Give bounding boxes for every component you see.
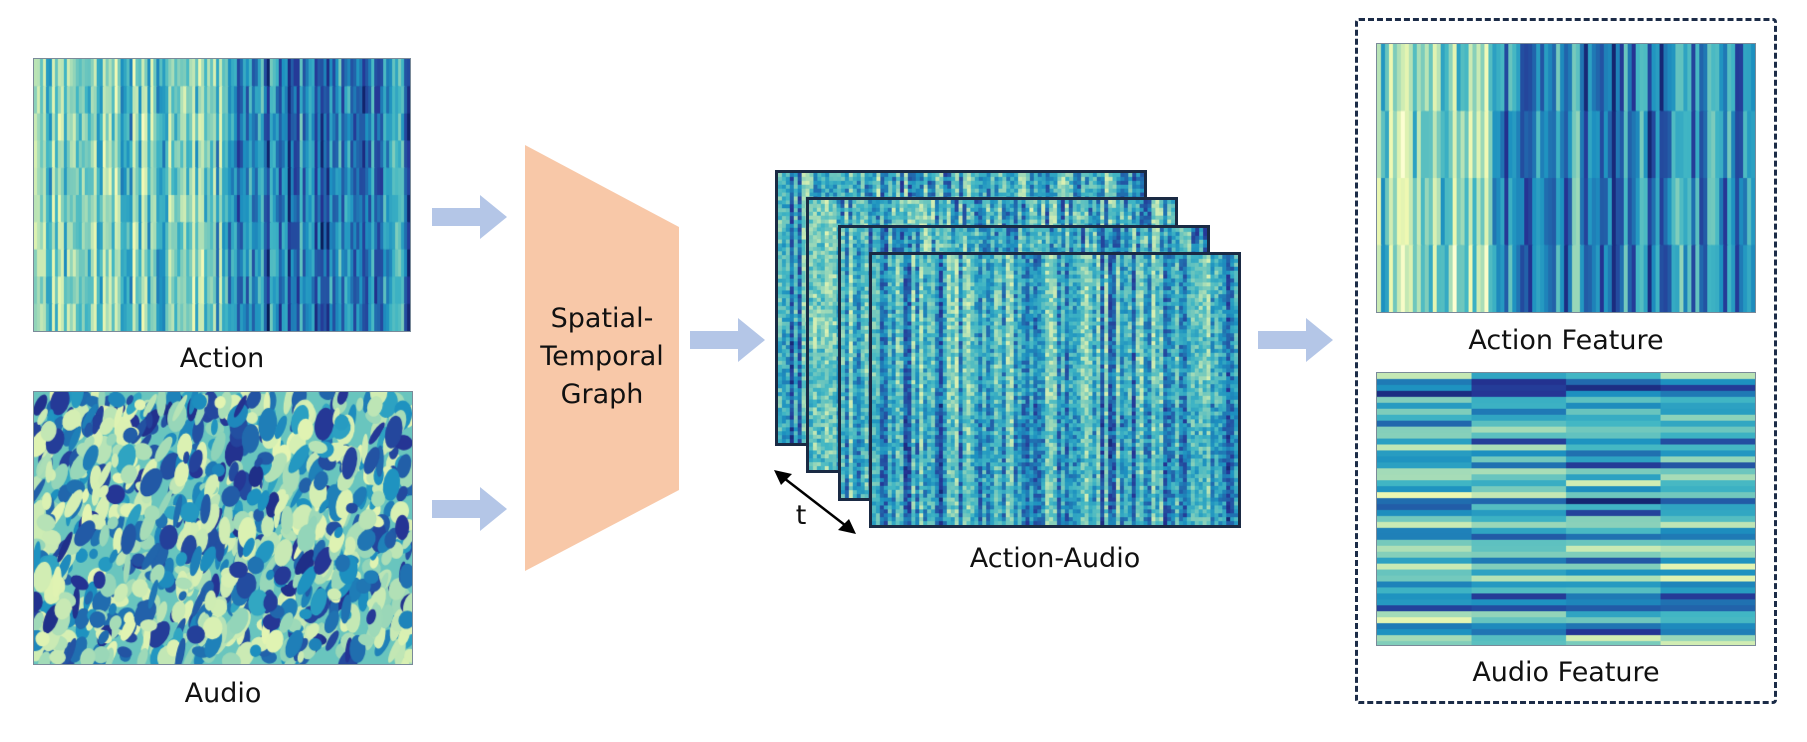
features-output-box — [1355, 18, 1777, 704]
graph-label-line-2: Temporal — [540, 341, 664, 372]
arrow-right-icon — [432, 487, 507, 531]
graph-label-line-3: Graph — [560, 379, 644, 410]
audio-feature-heatmap — [1376, 372, 1756, 646]
graph-label-line-1: Spatial- — [550, 303, 654, 334]
time-axis-double-arrow-icon — [774, 470, 856, 534]
action-heatmap — [33, 58, 411, 332]
action-label: Action — [179, 343, 265, 374]
spatial-temporal-graph-block — [525, 145, 679, 571]
action-feature-heatmap — [1376, 43, 1756, 313]
action-audio-label: Action-Audio — [969, 543, 1141, 574]
action-feature-label: Action Feature — [1468, 325, 1664, 356]
audio-label: Audio — [184, 678, 262, 709]
time-label: t — [795, 500, 807, 531]
arrow-right-icon — [1258, 318, 1333, 362]
audio-feature-label: Audio Feature — [1472, 657, 1660, 688]
arrow-right-icon — [432, 195, 507, 239]
audio-heatmap — [33, 391, 413, 665]
arrow-right-icon — [690, 318, 765, 362]
action-audio-frame — [869, 252, 1241, 528]
